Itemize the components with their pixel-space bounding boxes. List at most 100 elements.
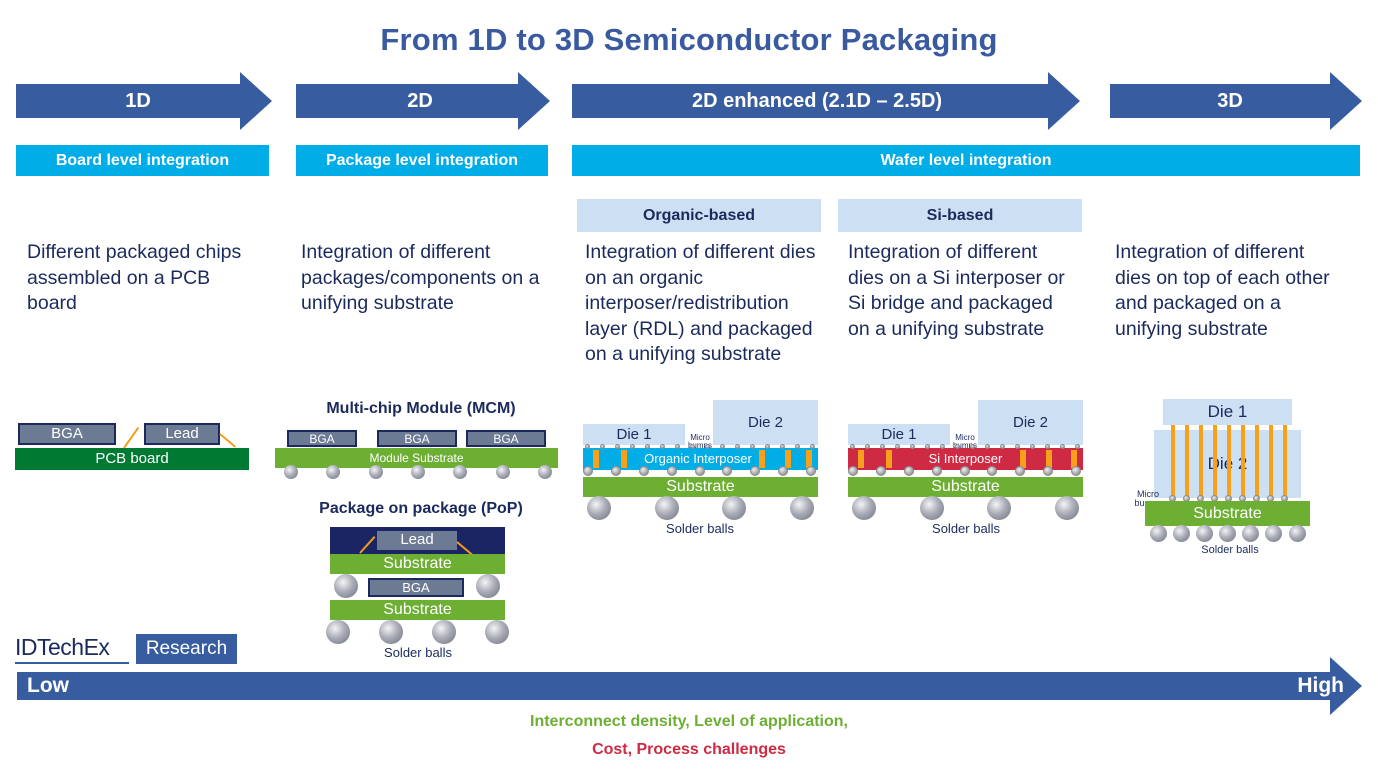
substrate: Substrate — [583, 477, 818, 497]
solder-ball — [722, 496, 747, 520]
tsv — [1213, 425, 1217, 497]
stage-arrow-2d-enhanced: 2D enhanced (2.1D – 2.5D) — [572, 72, 1080, 130]
micro-bump — [719, 444, 725, 449]
micro-bump — [704, 444, 710, 449]
tsv — [1269, 425, 1273, 497]
stage-label: 2D enhanced (2.1D – 2.5D) — [691, 90, 943, 112]
stage-label: 1D — [125, 90, 151, 112]
lead-wire — [123, 426, 140, 449]
micro-bump — [931, 466, 942, 476]
solder-ball — [1288, 525, 1306, 542]
solder-ball — [334, 574, 358, 598]
solder-ball — [495, 465, 510, 479]
micro-bump — [779, 444, 785, 449]
interposer-label: Organic Interposer — [644, 451, 752, 466]
tsv — [1255, 425, 1259, 497]
solder-balls-caption: Solder balls — [1201, 544, 1259, 556]
micro-bump — [875, 466, 886, 476]
scale-caption-red: Cost, Process challenges — [592, 741, 786, 758]
description-si: Integration of different dies on a Si in… — [848, 241, 1065, 340]
solder-ball — [284, 465, 298, 479]
arrow-head-icon — [1330, 72, 1362, 130]
micro-bump — [659, 444, 665, 449]
stage-arrow-2d: 2D — [296, 72, 550, 130]
die-1: Die 1 — [1163, 399, 1292, 425]
arrow-shaft — [296, 84, 520, 118]
micro-bump — [894, 444, 900, 449]
arrow-head-icon — [1330, 657, 1362, 715]
band-wafer-level: Wafer level integration — [572, 145, 1360, 176]
micro-bump — [764, 444, 770, 449]
micro-bump — [1071, 466, 1081, 476]
solder-balls-caption: Solder balls — [666, 521, 734, 536]
micro-bump — [583, 466, 593, 476]
substrate: Substrate — [1145, 501, 1310, 526]
solder-ball — [587, 496, 611, 520]
micro-bump — [610, 466, 621, 476]
pop-substrate-bottom: Substrate — [330, 600, 505, 620]
micro-bump — [987, 466, 998, 476]
die-2: Die 2 — [713, 400, 818, 445]
pillar — [621, 450, 627, 468]
mcm-heading: Multi-chip Module (MCM) — [326, 400, 516, 417]
logo-tag: Research — [136, 634, 237, 664]
pcb-board: PCB board — [15, 448, 249, 470]
micro-bump — [644, 444, 650, 449]
die-1: Die 1 — [583, 424, 685, 445]
solder-ball — [432, 620, 456, 644]
solder-ball — [1242, 525, 1260, 542]
solder-ball — [1265, 525, 1283, 542]
solder-ball — [1219, 525, 1236, 542]
tsv — [1199, 425, 1203, 497]
stage-arrow-3d: 3D — [1110, 72, 1362, 130]
micro-bump — [969, 444, 975, 449]
micro-bump — [1043, 466, 1054, 476]
solder-ball — [1172, 525, 1190, 542]
pillar — [858, 450, 864, 468]
arrow-head-icon — [240, 72, 272, 130]
solder-balls-caption: Solder balls — [384, 645, 452, 660]
logo-underline — [15, 662, 129, 664]
module-substrate: Module Substrate — [275, 448, 558, 468]
micro-bump — [924, 444, 930, 449]
scale-low-label: Low — [27, 674, 69, 697]
micro-bump — [849, 444, 855, 449]
micro-bump — [1029, 444, 1035, 449]
solder-ball — [919, 496, 944, 520]
micro-bump — [1015, 466, 1026, 476]
micro-bump — [599, 444, 605, 449]
micro-bump — [954, 444, 960, 449]
tsv — [1241, 425, 1245, 497]
bga-chip: BGA — [368, 578, 464, 597]
page-title: From 1D to 3D Semiconductor Packaging — [380, 22, 998, 57]
band-package-level: Package level integration — [296, 145, 548, 176]
stage-arrow-1d: 1D — [16, 72, 272, 130]
micro-bump — [1074, 444, 1080, 449]
scale-caption-green: Interconnect density, Level of applicati… — [530, 713, 848, 730]
micro-bump — [666, 466, 677, 476]
bga-chip: BGA — [466, 430, 546, 447]
bga-chip: BGA — [18, 423, 116, 445]
solder-ball — [1195, 525, 1213, 542]
description-2d: Integration of different packages/compon… — [301, 241, 540, 314]
pillar — [806, 450, 812, 468]
solder-ball — [379, 620, 403, 644]
stage-label: 2D — [407, 90, 433, 112]
solder-ball — [368, 465, 383, 479]
solder-ball — [411, 465, 425, 479]
micro-bump — [848, 466, 858, 476]
micro-bump — [722, 466, 733, 476]
logo-brand: IDTechEx — [15, 634, 110, 660]
solder-ball — [654, 496, 679, 520]
description-organic: Integration of different dies on an orga… — [585, 241, 816, 365]
band-board-level: Board level integration — [16, 145, 269, 176]
tsv — [1185, 425, 1189, 497]
pillar — [1071, 450, 1077, 468]
bga-chip: BGA — [377, 430, 457, 447]
arrow-head-icon — [518, 72, 550, 130]
pillar — [759, 450, 765, 468]
micro-bump — [674, 444, 680, 449]
micro-bump — [959, 466, 970, 476]
micro-bump — [939, 444, 945, 449]
micro-bump — [1059, 444, 1065, 449]
